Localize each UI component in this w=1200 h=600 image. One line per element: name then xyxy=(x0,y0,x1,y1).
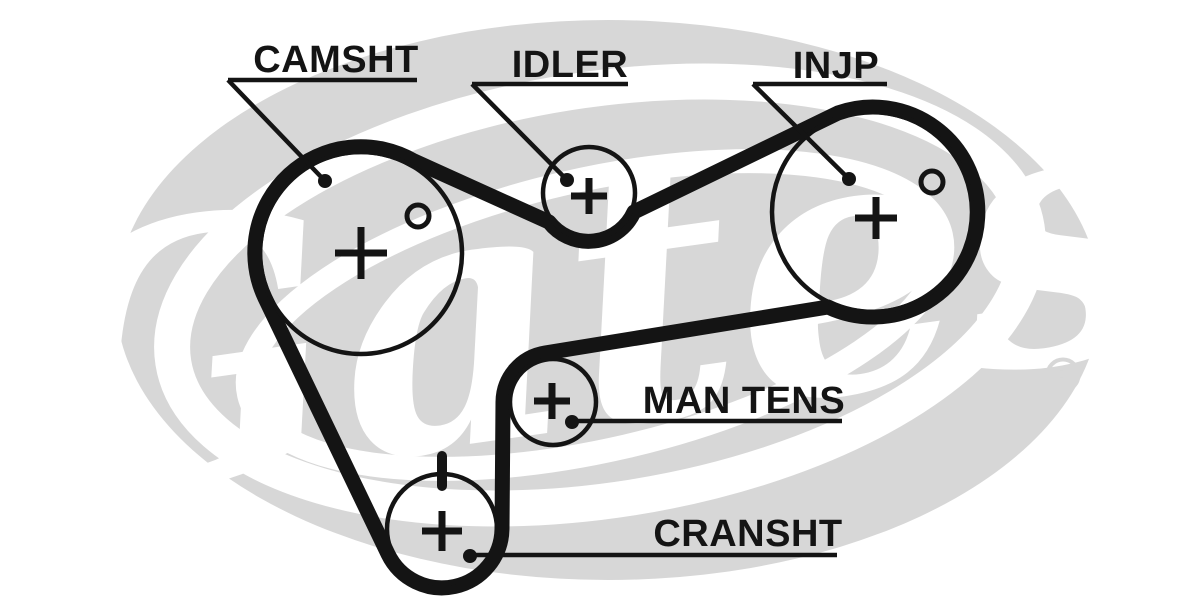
label-idler: IDLER xyxy=(470,44,629,187)
label-camshaft: CAMSHT xyxy=(226,39,419,188)
camshaft-pulley-circle xyxy=(257,149,465,357)
pulley-camshaft xyxy=(257,149,465,357)
manual-tensioner-leader-dot xyxy=(565,415,579,429)
pulley-manual-tensioner xyxy=(507,356,599,448)
injection-pump-leader-dot xyxy=(842,172,856,186)
injection-pump-leader-line xyxy=(751,82,851,181)
gates-watermark: Gates R xyxy=(2,10,1189,587)
pulley-injection-pump xyxy=(769,109,975,315)
injection-pump-center-cross xyxy=(855,197,897,239)
camshaft-alignment-ring xyxy=(404,202,432,230)
manual-tensioner-center-cross xyxy=(534,383,570,419)
registered-trademark-letter: R xyxy=(1055,365,1070,388)
injection-pump-alignment-ring xyxy=(918,168,946,196)
gates-script-logo: Gates xyxy=(2,10,1189,587)
crankshaft-leader-dot xyxy=(463,549,477,563)
manual-tensioner-pulley-circle xyxy=(507,356,599,448)
crankshaft-label: CRANSHT xyxy=(653,513,842,555)
camshaft-label: CAMSHT xyxy=(253,39,419,81)
injection-pump-pulley-circle xyxy=(769,109,975,315)
watermark-swoosh-band-outer xyxy=(154,63,1046,527)
crankshaft-center-cross xyxy=(422,511,462,551)
registered-trademark-ring xyxy=(1045,357,1081,393)
injection-pump-label: INJP xyxy=(793,45,879,87)
label-injection-pump: INJP xyxy=(751,45,887,186)
label-manual-tensioner: MAN TENS xyxy=(565,380,845,429)
idler-center-cross xyxy=(571,178,607,214)
timing-belt xyxy=(247,99,986,596)
registered-trademark-icon: R xyxy=(1045,357,1081,393)
pulley-crankshaft xyxy=(384,451,500,587)
camshaft-leader-dot xyxy=(318,174,332,188)
label-crankshaft: CRANSHT xyxy=(463,513,842,563)
idler-leader-dot xyxy=(560,173,574,187)
manual-tensioner-label: MAN TENS xyxy=(643,380,845,422)
idler-pulley-circle xyxy=(540,144,638,242)
camshaft-center-cross xyxy=(335,227,387,279)
idler-label: IDLER xyxy=(512,44,629,86)
pulley-idler xyxy=(540,144,638,242)
idler-leader-line xyxy=(470,82,569,182)
camshaft-leader-line xyxy=(226,78,327,183)
